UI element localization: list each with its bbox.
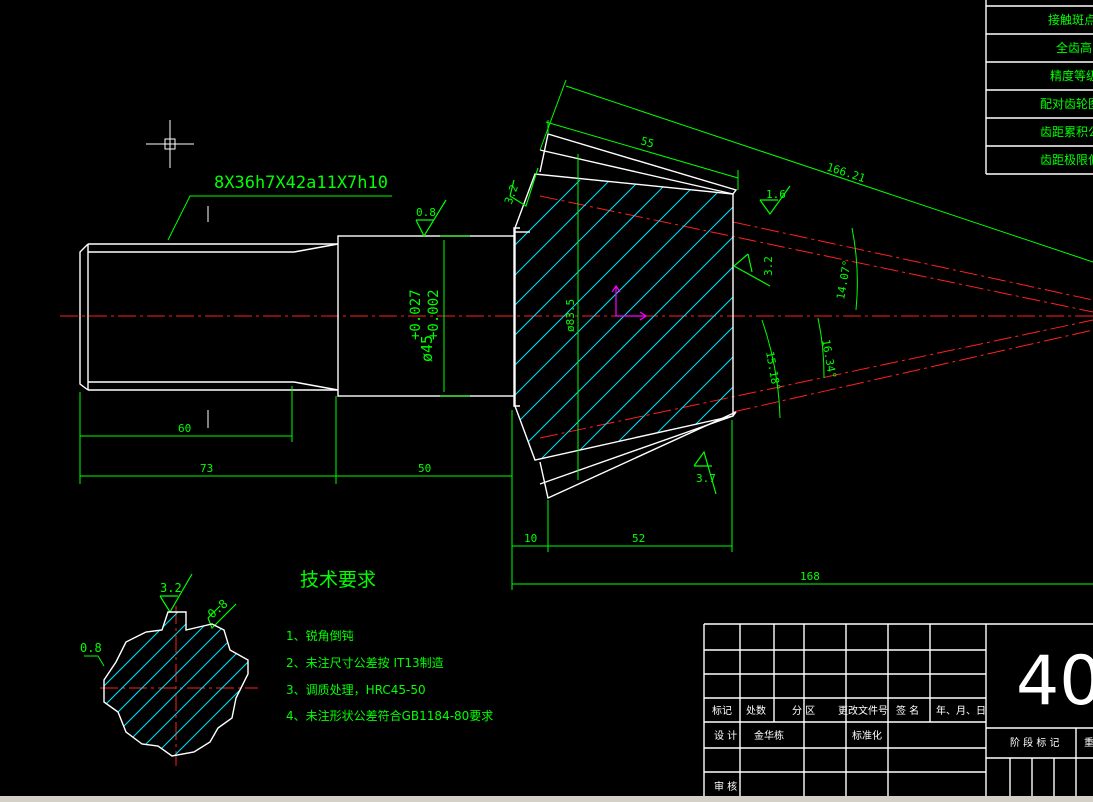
centerlines — [60, 195, 1093, 766]
roughness-gear-back — [759, 185, 791, 216]
technical-notes: 技术要求 1、锐角倒钝 2、未注尺寸公差按 IT13制造 3、调质处理，HRC4… — [286, 569, 493, 723]
roughness-gear-right — [732, 253, 771, 287]
roughness-gear-left — [509, 167, 539, 207]
header-mark: 标记 — [712, 705, 732, 717]
gear-outline — [514, 133, 738, 499]
bottom-scrollbar[interactable] — [0, 796, 1093, 802]
param-row-6: 齿距极限偏 — [1040, 152, 1093, 167]
dim-168: 168 — [800, 570, 820, 583]
ucs-icon — [611, 284, 648, 321]
header-zone: 分 区 — [792, 705, 815, 717]
header-count: 处数 — [746, 704, 766, 717]
roughness-section-right — [207, 603, 237, 630]
drawing-number: 400 — [1016, 642, 1093, 721]
roughness-label-gear-left: 3.2 — [502, 183, 521, 206]
param-row-3: 精度等级 — [1050, 68, 1093, 83]
header-change-doc: 更改文件号 — [838, 704, 888, 717]
dim-73: 73 — [200, 462, 213, 475]
param-row-2: 全齿高 — [1056, 40, 1092, 55]
notes-title: 技术要求 — [300, 569, 376, 591]
param-row-5: 齿距累积公 — [1040, 125, 1093, 139]
roughness-label-gear-bottom: 3.7 — [696, 472, 716, 485]
header-sign: 签 名 — [896, 704, 919, 717]
roughness-label-shaft: 0.8 — [416, 206, 436, 219]
dim-60: 60 — [178, 422, 191, 435]
gear-hatch — [515, 179, 733, 460]
dimension-lines — [79, 79, 1093, 667]
crosshair-cursor — [146, 120, 194, 168]
header-date: 年、月、日 — [936, 704, 986, 717]
angle-2: 16.34° — [819, 338, 839, 379]
standardize-label: 标准化 — [852, 729, 882, 742]
tolerance-upper: +0.027 — [408, 289, 424, 340]
gear-diameter-label: ø83.5 — [564, 299, 577, 332]
roughness-label-section-left: 0.8 — [80, 641, 102, 655]
shaft-outline — [79, 227, 520, 407]
roughness-symbols — [159, 167, 791, 630]
spline-section — [103, 611, 249, 757]
note-item-3: 3、调质处理，HRC45-50 — [286, 683, 426, 697]
diameter-main: ø45 — [418, 335, 436, 362]
angle-3: 15.18° — [763, 350, 783, 391]
dimension-text: 8X36h7X42a11X7h10 0.8 3.2 1.6 3.2 3.7 3.… — [80, 134, 867, 655]
dim-166: 166.21 — [825, 160, 867, 185]
roughness-label-gear-back: 1.6 — [766, 188, 786, 201]
stage-label: 阶 段 标 记 — [1010, 736, 1060, 749]
dim-10: 10 — [524, 532, 537, 545]
dim-55: 55 — [639, 134, 655, 150]
roughness-label-gear-right: 3.2 — [762, 256, 775, 276]
parameter-table: 接触斑点 全齿高 精度等级 配对齿轮图 齿距累积公 齿距极限偏 — [985, 0, 1093, 175]
stage-cut: 重 — [1084, 736, 1093, 749]
tolerance-lower: +0.002 — [426, 289, 442, 340]
note-item-2: 2、未注尺寸公差按 IT13制造 — [286, 655, 444, 670]
design-label: 设 计 — [714, 729, 737, 742]
note-item-1: 1、锐角倒钝 — [286, 629, 354, 643]
note-item-4: 4、未注形状公差符合GB1184-80要求 — [286, 708, 493, 723]
angle-1: 14.07° — [834, 259, 854, 300]
dim-50: 50 — [418, 462, 431, 475]
roughness-label-section-top: 3.2 — [160, 581, 182, 595]
param-row-1: 接触斑点 — [1048, 12, 1093, 27]
roughness-shaft-top — [415, 199, 447, 238]
param-row-4: 配对齿轮图 — [1040, 97, 1093, 111]
review-label: 审 核 — [714, 780, 737, 793]
spline-spec-label: 8X36h7X42a11X7h10 — [214, 173, 388, 193]
roughness-gear-bottom — [693, 450, 717, 495]
designer-name: 金华栋 — [754, 729, 784, 742]
dim-52: 52 — [632, 532, 645, 545]
title-block: 400 标记 处数 分 区 更改文件号 签 名 年、月、日 设 计 金华栋 标准… — [703, 623, 1093, 802]
